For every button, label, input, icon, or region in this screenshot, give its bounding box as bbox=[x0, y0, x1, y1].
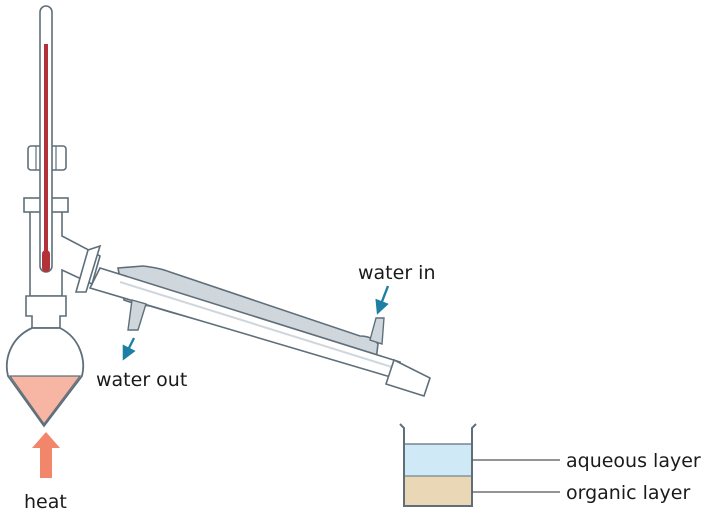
beaker bbox=[399, 423, 477, 507]
thermometer-bulb bbox=[42, 250, 50, 272]
thermometer-mercury-column bbox=[44, 44, 48, 256]
water-in-arrow-icon bbox=[375, 285, 390, 315]
aqueous-layer-fill bbox=[404, 444, 472, 476]
thermometer bbox=[39, 5, 53, 273]
still-head bbox=[23, 145, 102, 297]
heat-arrow-icon bbox=[32, 432, 60, 478]
aqueous-layer-label: aqueous layer bbox=[566, 450, 701, 472]
beaker-outline bbox=[399, 423, 477, 507]
flask-liquid bbox=[8, 375, 82, 426]
water-out-arrow-icon bbox=[122, 337, 136, 361]
round-flask bbox=[6, 295, 84, 428]
water-out-arm bbox=[127, 299, 147, 331]
condenser bbox=[88, 265, 431, 397]
side-arm-joint bbox=[74, 244, 102, 293]
organic-layer-label: organic layer bbox=[566, 482, 690, 504]
condenser-outlet bbox=[384, 358, 431, 397]
water-in-label: water in bbox=[358, 262, 436, 284]
water-out-label: water out bbox=[96, 369, 187, 391]
heat-label: heat bbox=[24, 491, 67, 513]
organic-layer-fill bbox=[404, 476, 472, 506]
water-in-arm bbox=[369, 317, 385, 345]
flask-neck bbox=[25, 295, 67, 329]
